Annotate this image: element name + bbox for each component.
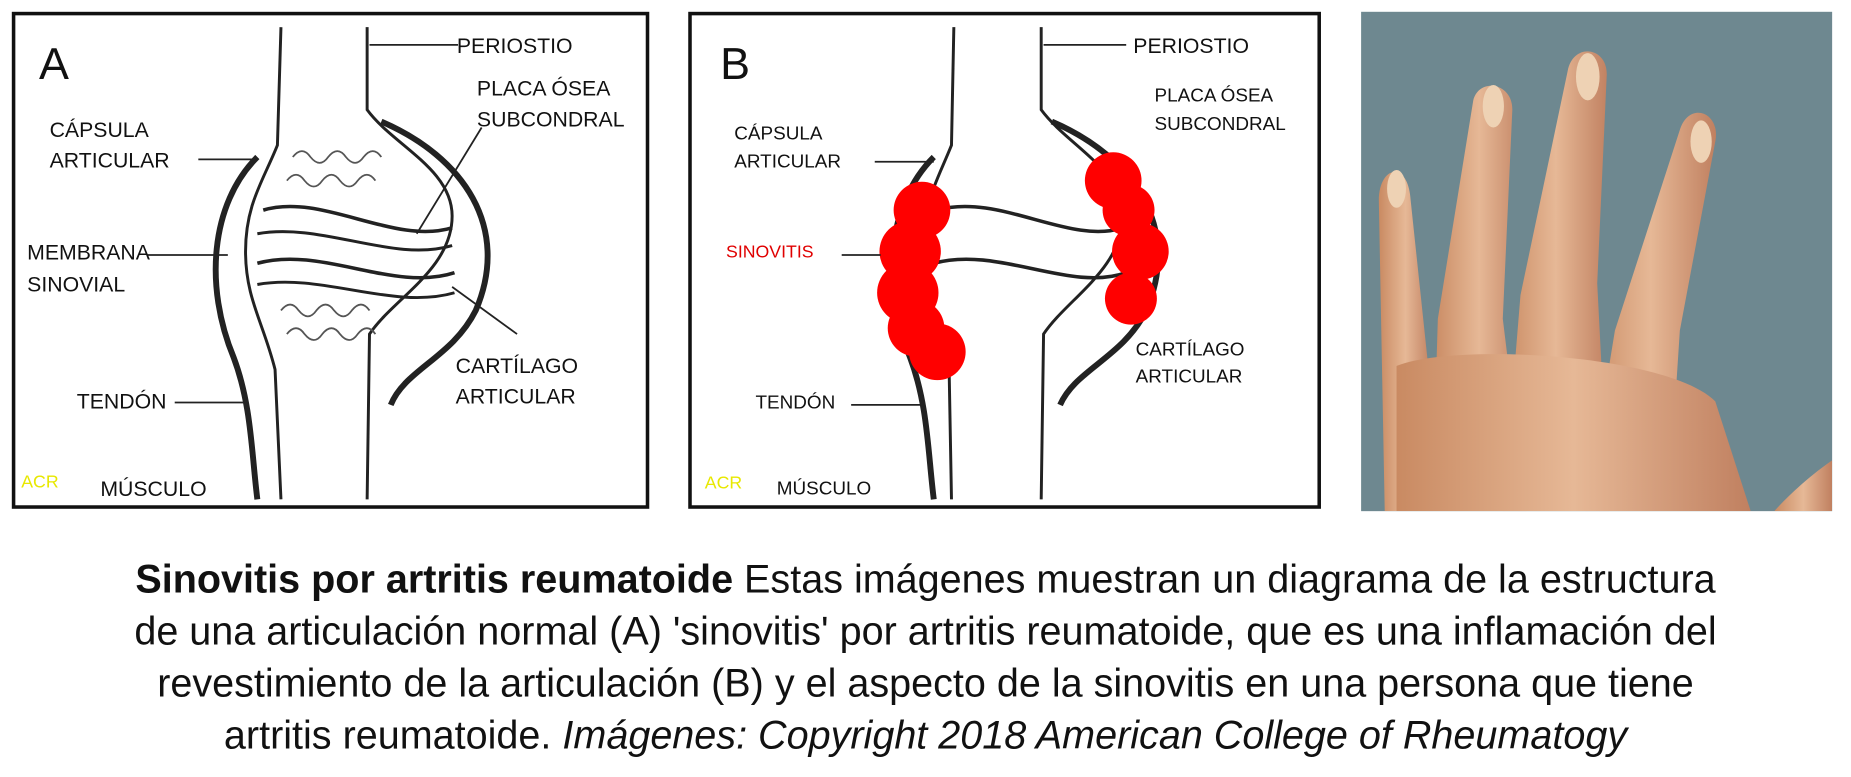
label-sinovial: SINOVIAL xyxy=(27,272,126,297)
synovitis-inflammation xyxy=(877,152,1169,381)
joint-drawing xyxy=(147,27,518,500)
label-subcondral: SUBCONDRAL xyxy=(476,107,625,132)
acr-watermark: ACR xyxy=(21,472,59,493)
label-cartilago-articular: ARTICULAR xyxy=(455,384,576,409)
label-cartilago: CARTÍLAGO xyxy=(455,354,579,378)
label-capsula: CÁPSULA xyxy=(734,123,823,145)
label-cartilago-articular: ARTICULAR xyxy=(1135,367,1243,388)
caption-line-3: revestimiento de la articulación (B) y e… xyxy=(157,662,1694,706)
label-subcondral: SUBCONDRAL xyxy=(1154,114,1286,135)
figure-caption: Sinovitis por artritis reumatoide Estas … xyxy=(0,555,1851,763)
caption-line-1: Estas imágenes muestran un diagrama de l… xyxy=(733,558,1716,603)
label-tendon: TENDÓN xyxy=(76,389,167,414)
joint-drawing xyxy=(841,27,1169,500)
label-articular: ARTICULAR xyxy=(49,148,170,173)
label-periostio: PERIOSTIO xyxy=(1133,34,1249,58)
label-cartilago: CARTÍLAGO xyxy=(1135,339,1245,361)
caption-line-2: de una articulación normal (A) 'sinoviti… xyxy=(134,610,1717,654)
label-musculo: MÚSCULO xyxy=(776,479,872,500)
label-placa: PLACA ÓSEA xyxy=(1154,86,1274,107)
diagram-normal-joint xyxy=(11,11,650,509)
caption-line-4: artritis reumatoide. xyxy=(223,714,563,758)
panel-letter: B xyxy=(720,40,751,90)
label-periostio: PERIOSTIO xyxy=(456,34,573,58)
panel-letter: A xyxy=(38,40,69,90)
caption-title: Sinovitis por artritis reumatoide xyxy=(135,558,734,603)
caption-credit: Imágenes: Copyright 2018 American Colleg… xyxy=(562,714,1628,758)
hand-photo xyxy=(1361,11,1833,512)
label-placa: PLACA ÓSEA xyxy=(476,76,611,101)
diagram-synovitis-joint xyxy=(688,11,1321,509)
label-articular: ARTICULAR xyxy=(734,152,841,173)
label-tendon: TENDÓN xyxy=(755,393,836,414)
label-capsula: CÁPSULA xyxy=(49,118,149,142)
hand-illustration xyxy=(1378,51,1833,512)
label-musculo: MÚSCULO xyxy=(100,476,207,501)
acr-watermark: ACR xyxy=(704,473,743,494)
label-membrana: MEMBRANA xyxy=(27,240,150,265)
label-sinovitis: SINOVITIS xyxy=(726,242,814,263)
